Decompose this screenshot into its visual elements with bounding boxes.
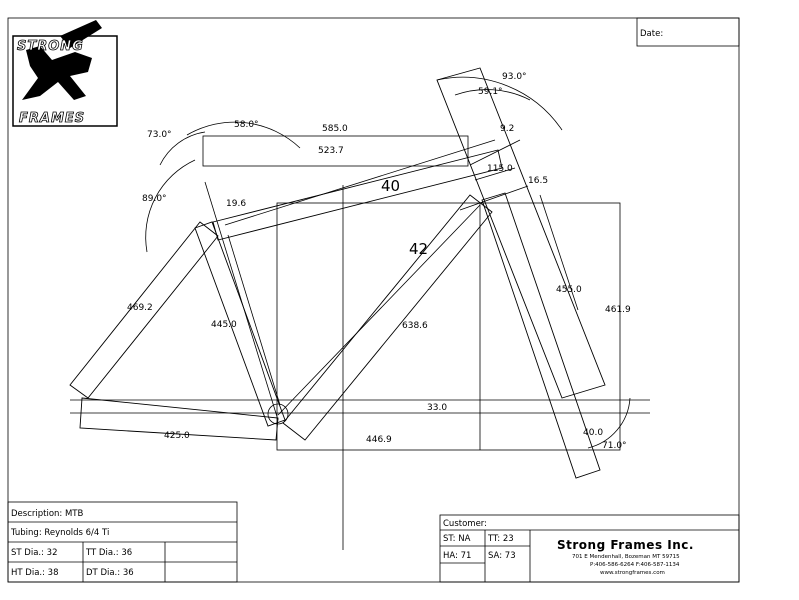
- spec-ht-dia: HT Dia.: 38: [11, 568, 59, 578]
- dim-top-tube: 585.0: [322, 124, 348, 134]
- fork: [481, 192, 601, 479]
- down-tube: [282, 194, 493, 441]
- top-tube-axis: [224, 139, 496, 226]
- dim-reach: 446.9: [366, 435, 392, 445]
- dim-head-angle-a: 93.0°: [502, 72, 527, 82]
- head-angle-arc-b: [454, 89, 531, 101]
- customer-ha: HA: 71: [443, 551, 471, 561]
- head-offset-line-a: [469, 139, 521, 166]
- dim-seat-stay: 469.2: [127, 303, 153, 313]
- reach-stack-box: [276, 202, 621, 451]
- company-address: 701 E Mendenhall, Bozeman MT 59715: [572, 554, 680, 560]
- dim-head-angle-b: 59.1°: [478, 87, 503, 97]
- dim-seat-tube: 445.0: [211, 320, 237, 330]
- logo-text-strong: STRONG: [17, 39, 84, 54]
- down-tube-axis: [277, 204, 481, 416]
- logo-text-frames: FRAMES: [19, 111, 85, 126]
- head-tube: [436, 67, 606, 399]
- customer-tt: TT: 23: [487, 534, 514, 544]
- dim-down-tube: 638.6: [402, 321, 428, 331]
- dim-bb-drop: 33.0: [427, 403, 447, 413]
- spec-description: Description: MTB: [11, 509, 84, 519]
- spec-st-dia: ST Dia.: 32: [11, 548, 58, 558]
- dim-head-offset-c: 16.5: [528, 176, 548, 186]
- dim-seat-angle-b: 58.0°: [234, 120, 259, 130]
- dim-eff-top-tube: 523.7: [318, 146, 344, 156]
- drawing-border: [7, 17, 740, 583]
- seat-stay: [69, 221, 219, 399]
- seat-angle-arc-a: [159, 131, 206, 166]
- dim-head-angle: 71.0°: [602, 441, 627, 451]
- spec-tubing: Tubing: Reynolds 6/4 Ti: [10, 528, 109, 538]
- spec-table: Description: MTB Tubing: Reynolds 6/4 Ti…: [7, 501, 238, 583]
- dim-frame-size: 42: [409, 240, 428, 258]
- spec-dt-dia: DT Dia.: 36: [86, 568, 134, 578]
- seat-tube-axis: [204, 181, 279, 421]
- bottom-bracket: [267, 403, 289, 425]
- dim-fork-offset: 40.0: [583, 428, 603, 438]
- dim-chain-stay: 425.0: [164, 431, 190, 441]
- top-tube: [212, 149, 503, 241]
- company-phone: P:406-586-6264 F:406-587-1134: [590, 562, 680, 568]
- seat-tube: [194, 221, 286, 427]
- customer-label: Customer:: [443, 519, 487, 529]
- strong-frames-logo: STRONG FRAMES: [12, 20, 118, 127]
- top-tube-dimension-box: [202, 135, 469, 167]
- chain-stay: [79, 397, 279, 441]
- dim-tt-size: 40: [381, 177, 400, 195]
- customer-st: ST: NA: [443, 534, 471, 544]
- company-name: Strong Frames Inc.: [557, 538, 694, 552]
- date-label: Date:: [640, 29, 663, 39]
- head-angle-arc-a: [436, 76, 563, 131]
- company-web: www.strongframes.com: [600, 570, 665, 576]
- dim-stack: 461.9: [605, 305, 631, 315]
- customer-sa: SA: 73: [488, 551, 516, 561]
- seat-tube-dim: [227, 234, 281, 406]
- dim-seat-angle-a: 73.0°: [147, 130, 172, 140]
- head-offset-line-c: [459, 185, 529, 211]
- fork-dim: [539, 194, 579, 311]
- dim-head-offset-b: 115.0: [487, 164, 513, 174]
- seat-angle-arc-c: [145, 159, 196, 253]
- dim-head-offset-a: 9.2: [500, 124, 514, 134]
- dim-fork-length: 455.0: [556, 285, 582, 295]
- date-box: [636, 17, 740, 47]
- dim-seat-cluster: 19.6: [226, 199, 246, 209]
- seat-angle-arc-b: [186, 121, 301, 149]
- customer-table: Customer: ST: NA TT: 23 HA: 71 SA: 73 St…: [439, 514, 740, 583]
- dim-seat-angle-c: 89.0°: [142, 194, 167, 204]
- head-angle-arc-c: [587, 397, 631, 449]
- spec-tt-dia: TT Dia.: 36: [85, 548, 132, 558]
- head-offset-line-b: [474, 167, 516, 181]
